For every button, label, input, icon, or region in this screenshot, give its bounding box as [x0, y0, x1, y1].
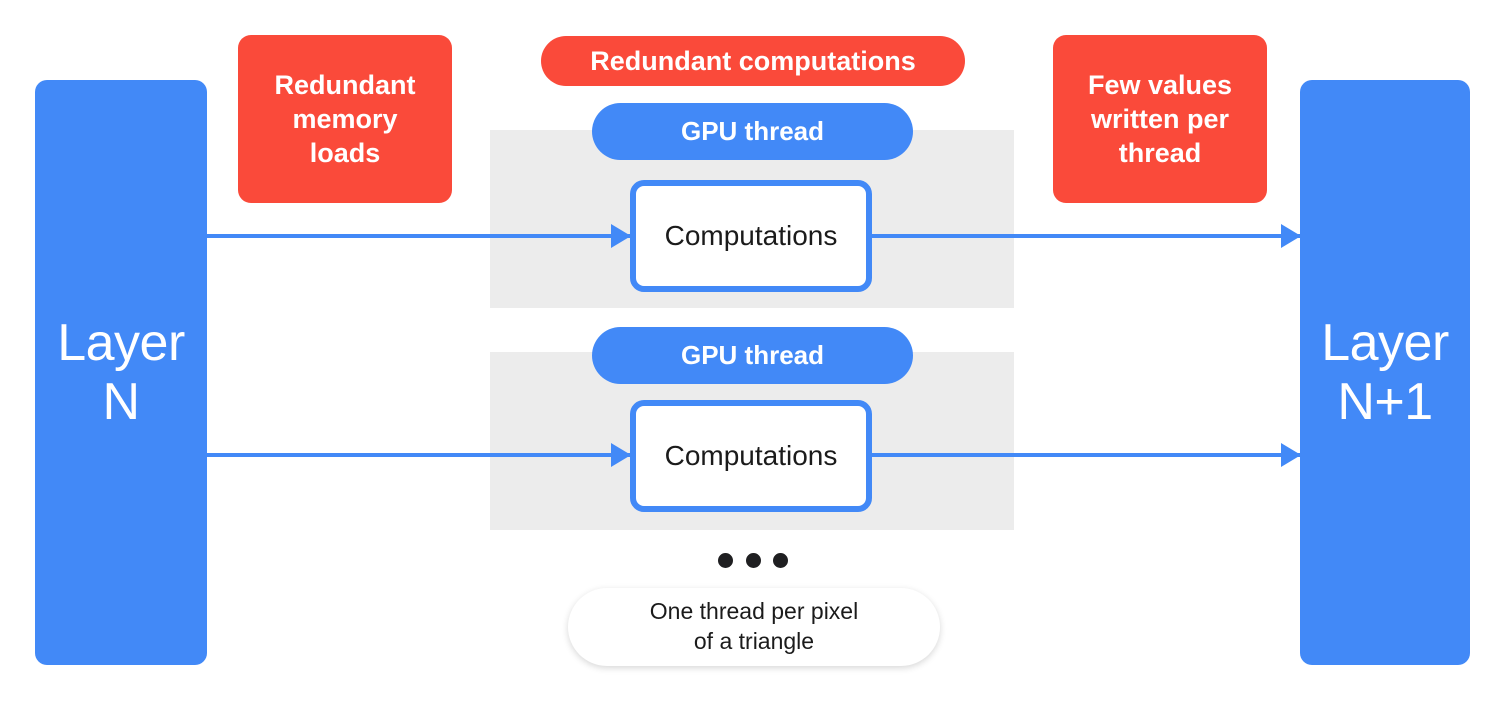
ellipsis-dot	[745, 552, 761, 568]
arrow-input-thread-1	[207, 234, 630, 238]
arrow-input-thread-2	[207, 453, 630, 457]
arrow-output-thread-2	[872, 453, 1300, 457]
ellipsis-more-threads	[718, 551, 788, 569]
computations-box-1: Computations	[630, 180, 872, 292]
ellipsis-dot	[773, 552, 788, 568]
ellipsis-dot	[718, 552, 733, 568]
layer-n-plus-1-box: Layer N+1	[1300, 80, 1470, 665]
layer-n-box: Layer N	[35, 80, 207, 665]
computations-box-2: Computations	[630, 400, 872, 512]
arrow-output-thread-1	[872, 234, 1300, 238]
note-one-thread-per-pixel: One thread per pixel of a triangle	[568, 588, 940, 666]
callout-few-values-written-per-thread: Few values written per thread	[1053, 35, 1267, 203]
callout-redundant-computations: Redundant computations	[541, 36, 965, 86]
gpu-thread-pill-2: GPU thread	[592, 327, 913, 384]
gpu-thread-pill-1: GPU thread	[592, 103, 913, 160]
callout-redundant-memory-loads: Redundant memory loads	[238, 35, 452, 203]
